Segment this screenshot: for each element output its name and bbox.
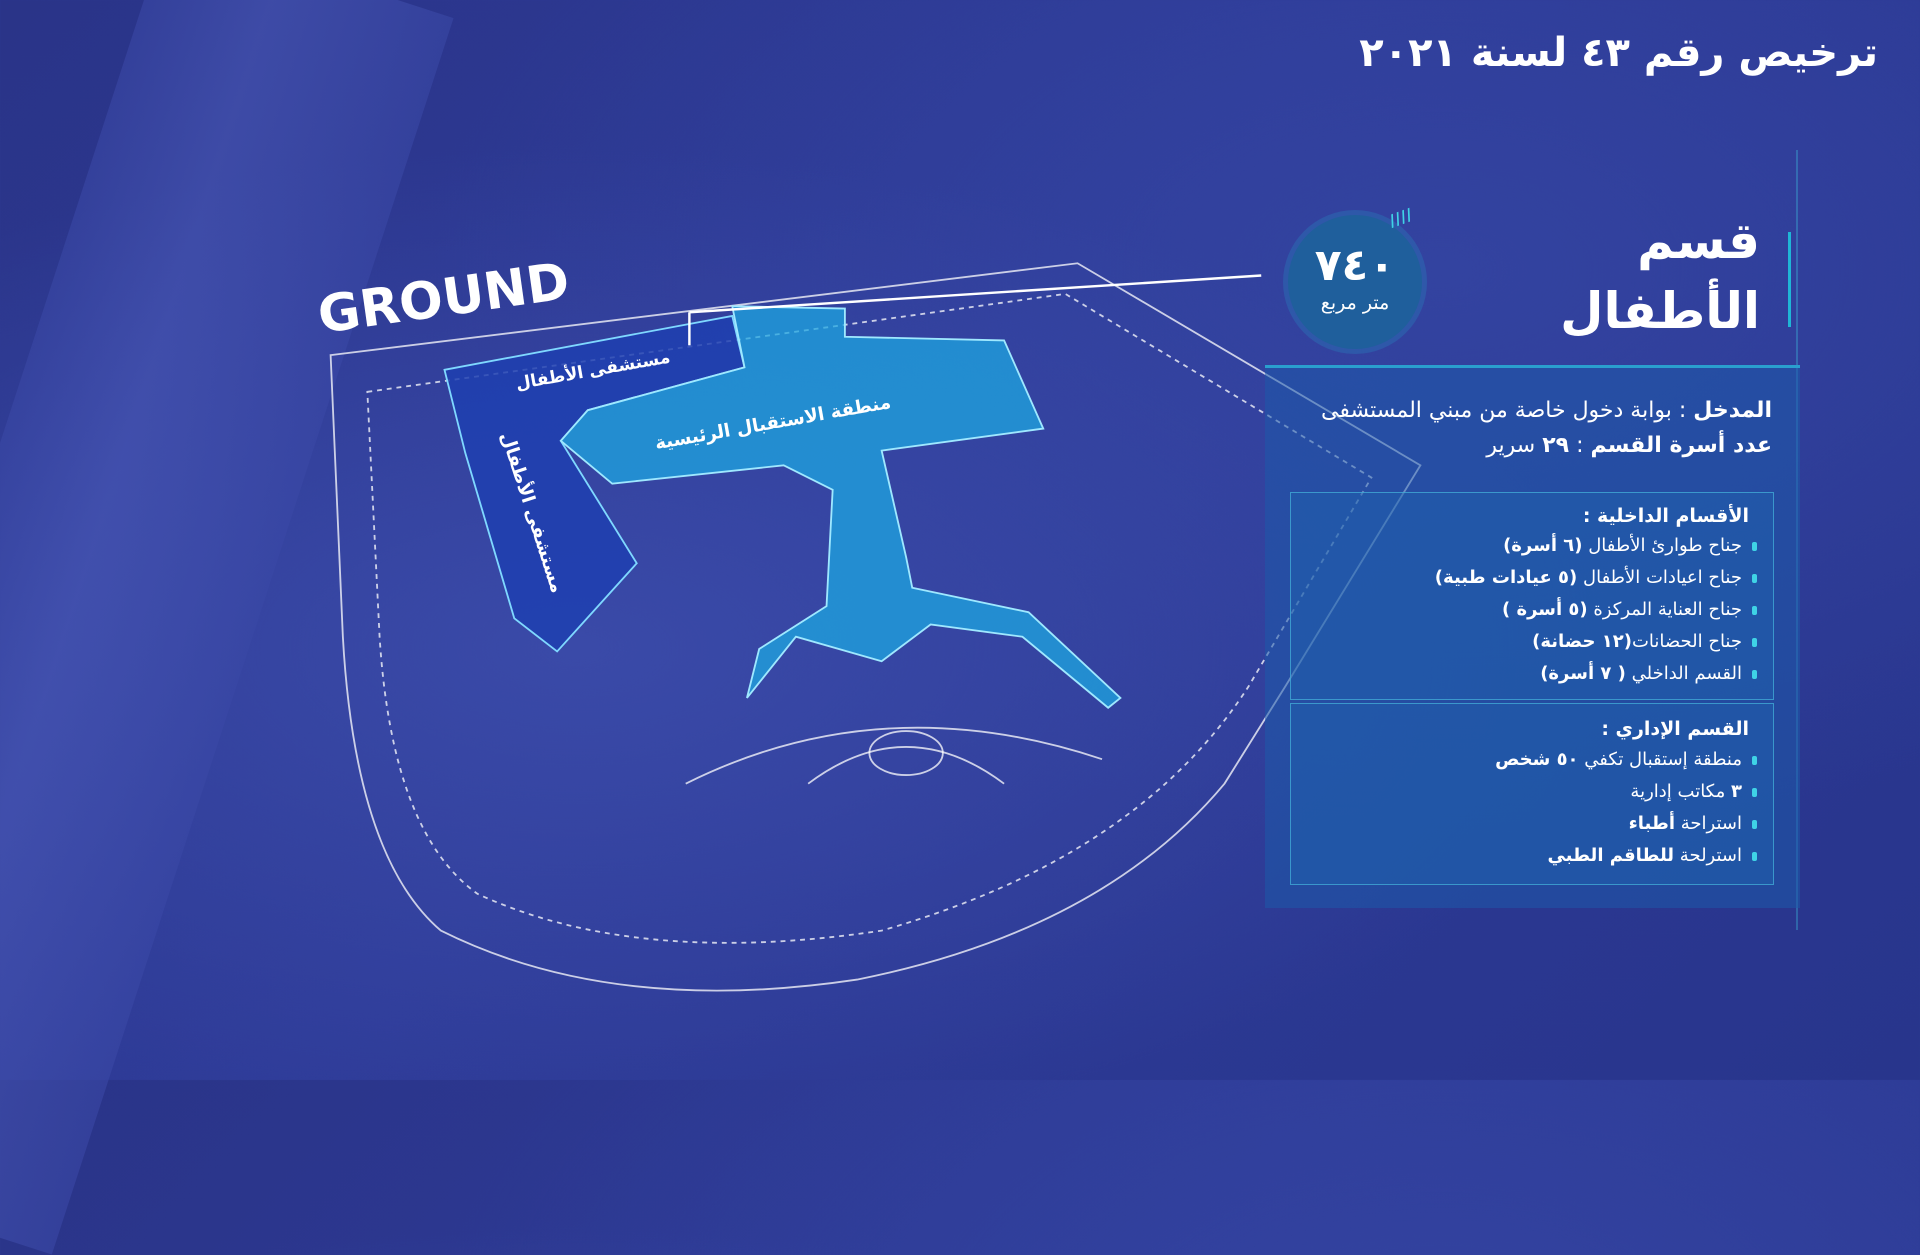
section-title: قسم الأطفال: [1560, 206, 1760, 346]
list-item: جناح الحضانات(١٢ حضانة): [1532, 631, 1757, 652]
item-detail: أطباء: [1628, 813, 1676, 834]
entrance-value: : بوابة دخول خاصة من مبني المستشفى: [1321, 398, 1687, 423]
bullet-icon: [1752, 756, 1757, 765]
admin-section-title: القسم الإداري :: [1601, 718, 1749, 740]
list-item: ٣ مكاتب إدارية: [1630, 781, 1757, 802]
wing-children-hospital: [443, 314, 746, 653]
reception-area: [559, 305, 1122, 709]
admin-section-box: القسم الإداري : منطقة إستقبال تكفي ٥٠ شخ…: [1290, 703, 1774, 885]
panel-divider: [1265, 365, 1800, 368]
bullet-icon: [1752, 638, 1757, 647]
bullet-icon: [1752, 820, 1757, 829]
floor-plan: GROUND مستشفى الأطفال مستشفى الأطفال منط…: [314, 251, 1422, 992]
item-detail: (٥ عيادات طبية): [1434, 567, 1578, 588]
internal-sections-title: الأقسام الداخلية :: [1582, 505, 1749, 527]
item-text: استراحة: [1680, 813, 1742, 834]
list-item: جناح طوارئ الأطفال (٦ أسرة): [1503, 535, 1757, 556]
license-title: ترخيص رقم ٤٣ لسنة ٢٠٢١: [1359, 30, 1878, 76]
item-detail: ٣: [1731, 781, 1742, 802]
list-item: استراحة أطباء: [1629, 813, 1757, 834]
section-title-line2: الأطفال: [1560, 282, 1760, 340]
item-text: جناح اعيادات الأطفال: [1583, 567, 1742, 588]
item-detail: (٦ أسرة): [1503, 535, 1583, 556]
beds-count: ٢٩: [1542, 433, 1570, 458]
item-text: منطقة إستقبال تكفي: [1584, 749, 1742, 770]
entrance-row: المدخل : بوابة دخول خاصة من مبني المستشف…: [1321, 398, 1772, 423]
area-unit: متر مربع: [1320, 292, 1390, 314]
section-title-line1: قسم: [1637, 212, 1760, 270]
internal-sections-box: الأقسام الداخلية : جناح طوارئ الأطفال (٦…: [1290, 492, 1774, 700]
item-text: جناح الحضانات: [1631, 631, 1742, 652]
list-item: منطقة إستقبال تكفي ٥٠ شخص: [1495, 749, 1757, 770]
item-text: استرلحة: [1679, 845, 1742, 866]
item-text: القسم الداخلي: [1631, 663, 1742, 684]
item-detail: للطاقم الطبي: [1547, 845, 1675, 866]
list-item: استرلحة للطاقم الطبي: [1547, 845, 1757, 866]
entrance-label: المدخل: [1693, 398, 1772, 423]
area-value: ٧٤٠: [1314, 240, 1396, 291]
site-outline: [329, 262, 1422, 992]
item-text: جناح طوارئ الأطفال: [1588, 535, 1742, 556]
bullet-icon: [1752, 606, 1757, 615]
bullet-icon: [1752, 852, 1757, 861]
bullet-icon: [1752, 574, 1757, 583]
list-item: جناح العناية المركزة (٥ أسرة ): [1502, 599, 1757, 620]
item-text: مكاتب إدارية: [1630, 781, 1726, 802]
list-item: القسم الداخلي ( ٧ أسرة): [1540, 663, 1757, 684]
item-detail: ٥٠ شخص: [1495, 749, 1579, 770]
floor-label: GROUND: [314, 251, 573, 346]
pointer-line: [689, 274, 1262, 314]
list-item: جناح اعيادات الأطفال (٥ عيادات طبية): [1435, 567, 1757, 588]
item-detail: (١٢ حضانة): [1532, 631, 1632, 652]
item-detail: (٥ أسرة ): [1501, 599, 1588, 620]
beds-unit: سرير: [1486, 433, 1536, 458]
item-detail: ( ٧ أسرة): [1540, 663, 1626, 684]
accent-bar: [1788, 232, 1791, 327]
bullet-icon: [1752, 670, 1757, 679]
beds-row: عدد أسرة القسم : ٢٩ سرير: [1486, 433, 1772, 458]
info-panel: [1265, 368, 1800, 908]
bullet-icon: [1752, 542, 1757, 551]
item-text: جناح العناية المركزة: [1593, 599, 1742, 620]
area-badge: //// ٧٤٠ متر مربع: [1288, 205, 1422, 349]
bullet-icon: [1752, 788, 1757, 797]
beds-label: عدد أسرة القسم: [1590, 433, 1772, 458]
beds-separator: :: [1576, 433, 1584, 458]
